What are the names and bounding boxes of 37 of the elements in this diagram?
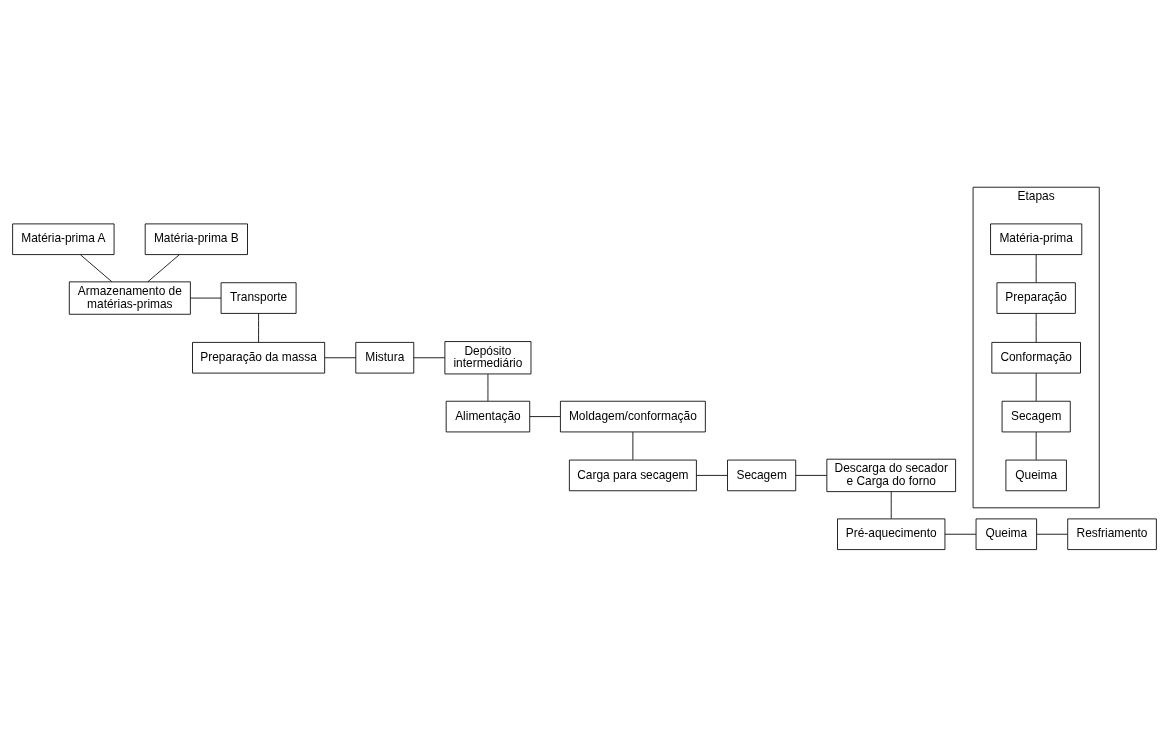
node-box: Preparação [996, 281, 1076, 314]
node-box: Mistura [355, 341, 415, 374]
node-box: Resfriamento [1067, 517, 1157, 550]
connector [890, 490, 892, 519]
node-box: Descarga do secador e Carga do forno [826, 458, 957, 492]
connector [1035, 431, 1037, 460]
connector [696, 474, 728, 476]
node-box: Queima [975, 517, 1038, 550]
connector [944, 533, 977, 535]
node-box: Matéria-prima A [12, 222, 115, 255]
node-box: Matéria-prima B [144, 222, 248, 255]
node-box: Pré-aquecimento [837, 517, 946, 550]
connector [529, 415, 561, 417]
node-box: Armazenamento de matérias-primas [68, 280, 191, 315]
connector [413, 356, 446, 358]
connector [1036, 533, 1068, 535]
node-box: Carga para secagem [568, 459, 697, 491]
node-box: Alimentação [445, 400, 531, 432]
connector [147, 253, 180, 282]
connector [190, 297, 222, 298]
node-box: Transporte [220, 281, 297, 314]
connector [1035, 253, 1037, 283]
node-box: Moldagem/conformação [560, 400, 706, 432]
connector [258, 312, 259, 342]
connector [324, 356, 357, 358]
connector [80, 253, 113, 282]
connector [632, 431, 634, 460]
connector [1035, 312, 1037, 342]
node-box: Secagem [727, 459, 797, 491]
node-box: Depósito intermediário [444, 340, 532, 374]
node-box: Matéria-prima [990, 222, 1083, 255]
node-box: Secagem [1001, 400, 1071, 432]
connector [795, 474, 828, 476]
node-box: Conformação [991, 341, 1081, 374]
connector [1035, 372, 1037, 401]
node-box: Preparação da massa [192, 341, 326, 374]
node-box: Queima [1005, 459, 1067, 491]
